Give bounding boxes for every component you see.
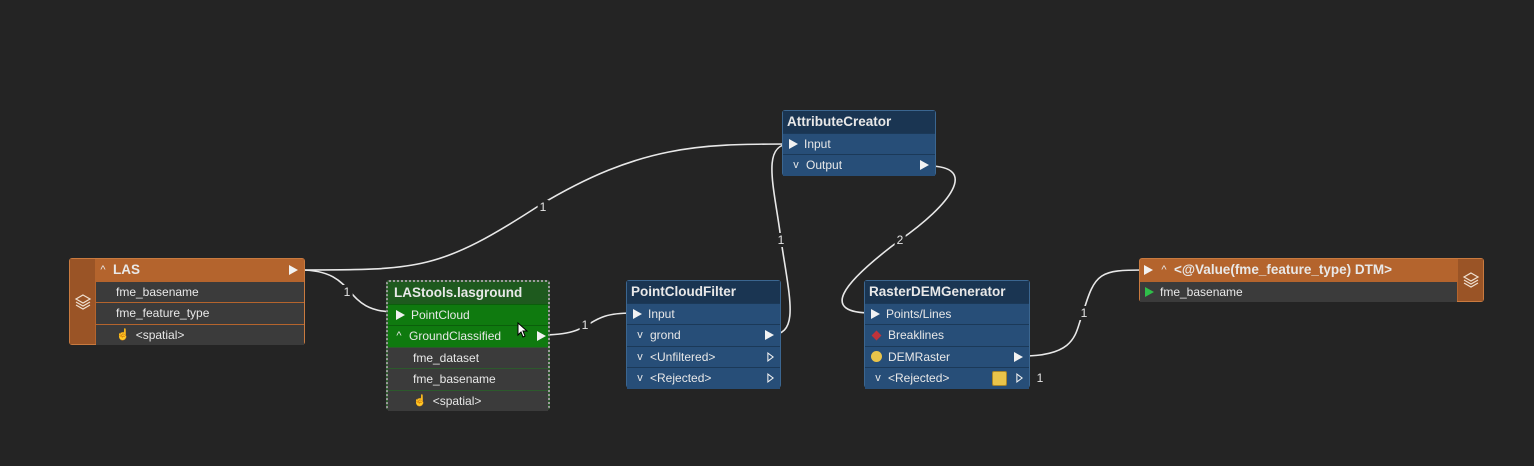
- input-port-icon: [871, 308, 880, 319]
- transformer-header[interactable]: AttributeCreator: [783, 111, 935, 133]
- transformer-header[interactable]: PointCloudFilter: [627, 281, 780, 303]
- connection-count-label: 1: [775, 233, 787, 247]
- input-port-points-lines[interactable]: Points/Lines: [865, 302, 1029, 324]
- reader-title: LAS: [113, 262, 140, 278]
- attribute-arrow-icon: [1145, 286, 1154, 297]
- warning-circle-icon: [871, 351, 882, 363]
- transformer-title: PointCloudFilter: [631, 284, 736, 300]
- input-port-pointcloud[interactable]: PointCloud: [388, 303, 548, 325]
- writer-side-strip: [1458, 259, 1483, 301]
- output-port-unfiltered[interactable]: v <Unfiltered>: [627, 345, 780, 367]
- writer-attribute: fme_basename: [1140, 280, 1457, 302]
- transformer-title: RasterDEMGenerator: [869, 284, 1006, 300]
- expand-chevron-icon[interactable]: v: [875, 372, 881, 385]
- output-port-rejected[interactable]: v <Rejected>: [865, 367, 1029, 389]
- input-port-input[interactable]: Input: [627, 302, 780, 324]
- output-port-icon[interactable]: [537, 331, 546, 342]
- feature-cache-icon[interactable]: [992, 370, 1007, 386]
- reader-attribute: fme_feature_type: [96, 302, 304, 324]
- output-port-icon[interactable]: [1014, 351, 1023, 362]
- reader-side-strip: [70, 259, 95, 344]
- collapse-chevron-icon[interactable]: ^: [100, 263, 106, 276]
- connection-count-label: 1: [341, 285, 353, 299]
- output-port-icon[interactable]: [289, 264, 298, 275]
- transformer-rasterdemgenerator[interactable]: RasterDEMGenerator Points/Lines Breaklin…: [864, 280, 1030, 389]
- output-port-empty-icon[interactable]: [767, 373, 774, 384]
- optional-input-icon: [871, 330, 882, 341]
- collapse-chevron-icon[interactable]: ^: [396, 330, 402, 343]
- output-port-grond[interactable]: v grond: [627, 324, 780, 346]
- reader-las[interactable]: ^ LAS fme_basename fme_feature_type ☝ <s…: [69, 258, 305, 345]
- connection-count-label: 1: [579, 318, 591, 332]
- output-port-output[interactable]: v Output: [783, 154, 935, 176]
- reader-header[interactable]: ^ LAS: [96, 259, 304, 281]
- transformer-attribute: fme_basename: [388, 368, 548, 390]
- transformer-header[interactable]: RasterDEMGenerator: [865, 281, 1029, 303]
- input-port-icon: [633, 308, 642, 319]
- mouse-cursor-icon: [517, 322, 528, 338]
- transformer-attribute-spatial: ☝ <spatial>: [388, 389, 548, 411]
- writer-header[interactable]: ^ <@Value(fme_feature_type) DTM>: [1140, 259, 1457, 281]
- expand-chevron-icon[interactable]: v: [637, 372, 643, 385]
- transformer-attributecreator[interactable]: AttributeCreator Input v Output: [782, 110, 936, 176]
- writer-title: <@Value(fme_feature_type) DTM>: [1174, 262, 1392, 278]
- output-port-rejected[interactable]: v <Rejected>: [627, 367, 780, 389]
- connection-count-label: 2: [894, 233, 906, 247]
- output-port-empty-icon[interactable]: [1016, 373, 1023, 384]
- connection-count-label: 1: [1078, 306, 1090, 320]
- reader-attribute: fme_basename: [96, 280, 304, 302]
- hand-icon: ☝: [413, 395, 427, 408]
- collapse-chevron-icon[interactable]: ^: [1161, 263, 1167, 276]
- transformer-title: LAStools.lasground: [394, 285, 523, 301]
- expand-chevron-icon[interactable]: v: [793, 159, 799, 172]
- input-port-input[interactable]: Input: [783, 132, 935, 154]
- rejected-count-label: 1: [1036, 371, 1044, 385]
- writer-dtm[interactable]: ^ <@Value(fme_feature_type) DTM> fme_bas…: [1139, 258, 1484, 302]
- output-port-groundclassified[interactable]: ^ GroundClassified: [388, 325, 548, 347]
- input-port-icon: [789, 138, 798, 149]
- transformer-header[interactable]: LAStools.lasground: [388, 282, 548, 304]
- output-port-demraster[interactable]: DEMRaster: [865, 345, 1029, 367]
- expand-chevron-icon[interactable]: v: [637, 329, 643, 342]
- transformer-title: AttributeCreator: [787, 114, 892, 130]
- output-port-icon[interactable]: [920, 160, 929, 171]
- transformer-attribute: fme_dataset: [388, 346, 548, 368]
- reader-attribute-spatial: ☝ <spatial>: [96, 323, 304, 345]
- transformer-pointcloudfilter[interactable]: PointCloudFilter Input v grond v <Unfilt…: [626, 280, 781, 389]
- input-port-icon: [396, 309, 405, 320]
- hand-icon: ☝: [116, 329, 130, 342]
- layers-icon: [1462, 272, 1479, 288]
- transformer-lasground[interactable]: LAStools.lasground PointCloud ^ GroundCl…: [386, 280, 550, 411]
- layers-icon: [74, 293, 91, 310]
- input-port-icon[interactable]: [1144, 264, 1153, 275]
- output-port-empty-icon[interactable]: [767, 351, 774, 362]
- output-port-icon[interactable]: [765, 330, 774, 341]
- connection-count-label: 1: [537, 200, 549, 214]
- input-port-breaklines[interactable]: Breaklines: [865, 324, 1029, 346]
- expand-chevron-icon[interactable]: v: [637, 350, 643, 363]
